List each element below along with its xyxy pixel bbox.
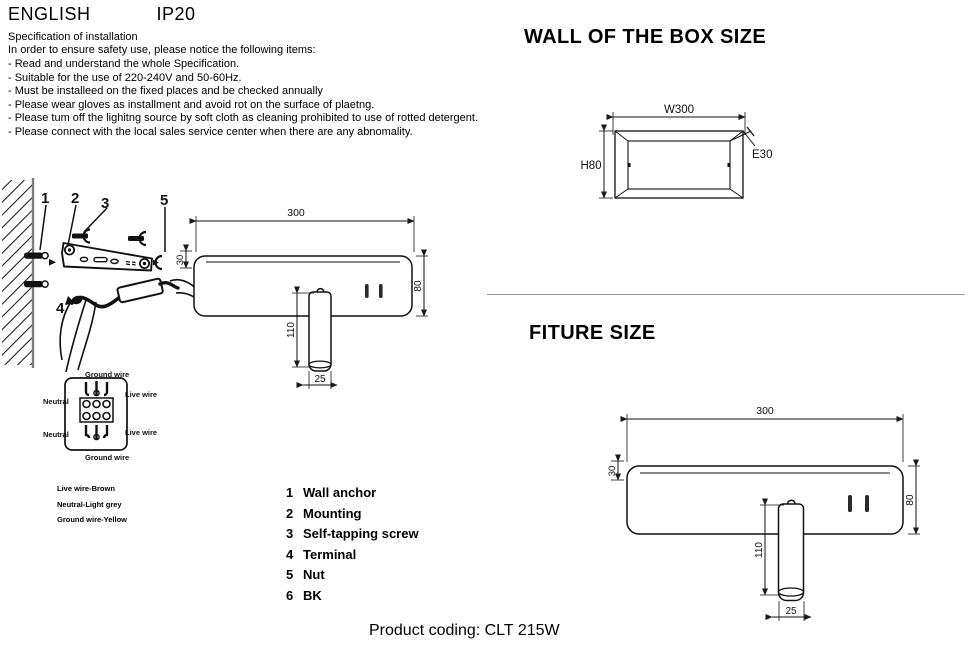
spec-item: - Please connect with the local sales se… [8, 125, 413, 138]
wall-anchor-icon [24, 251, 49, 288]
list-item: 3 Self-tapping screw [286, 524, 419, 545]
box-size-drawing: W300 H80 E30 [580, 104, 772, 199]
wall-section [2, 178, 35, 368]
part-number: 4 [286, 546, 294, 562]
parts-list: 1 Wall anchor 2 Mounting 3 Self-tapping … [286, 483, 419, 607]
spec-lead: In order to ensure safety use, please no… [8, 44, 316, 56]
callout-4: 4 [56, 300, 65, 317]
wiring-diagram: Ground wire Ground wire Neutral Neutral … [43, 299, 157, 462]
callout-2: 2 [71, 190, 79, 207]
list-item: 1 Wall anchor [286, 483, 419, 504]
fixture2-depth-dim: 30 [607, 466, 618, 477]
part-label: Wall anchor [303, 485, 377, 500]
list-item: 6 BK [286, 586, 419, 607]
fixture2-lamp-diameter-dim: 25 [785, 606, 797, 617]
live-top-label: Live wire [125, 390, 157, 399]
ground-wire-top-label: Ground wire [85, 370, 129, 379]
fixture-length-dim: 300 [287, 207, 305, 219]
reading-lamp-icon [777, 499, 805, 602]
nut-icon [153, 254, 163, 271]
terminal-driver-icon [70, 277, 200, 309]
lamp-diameter-dim: 25 [314, 374, 326, 385]
wire-colour-legend: Live wire-Brown Neutral-Light grey Groun… [57, 481, 127, 528]
part-label: Terminal [303, 546, 357, 562]
ip-rating-label: IP20 [156, 4, 196, 24]
box-height-dim: H80 [580, 160, 601, 172]
list-item: 2 Mounting [286, 504, 419, 525]
fixture-size-heading: FITURE SIZE [529, 322, 656, 344]
pointer-arrow-icon [49, 259, 56, 266]
mounting-bracket-icon [61, 242, 153, 272]
spec-item: - Please tum off the lighitng source by … [8, 112, 479, 124]
fixture2-length-dim: 300 [756, 405, 774, 417]
spec-title: Specification of installation [8, 31, 138, 43]
section-divider [487, 294, 965, 295]
ground-wire-bottom-label: Ground wire [85, 453, 129, 462]
reading-lamp-icon [308, 287, 332, 372]
part-label: Nut [303, 567, 325, 583]
fixture2-height-dim: 80 [905, 494, 916, 506]
vent-slot-icon [848, 495, 852, 512]
neutral-bottom-label: Neutral [43, 430, 69, 439]
part-number: 5 [286, 567, 294, 583]
spec-item-list: - Read and understand the whole Specific… [8, 58, 478, 139]
spec-item: - Please wear gloves as installment and … [8, 98, 375, 111]
live-bottom-label: Live wire [125, 428, 157, 437]
part-label: Mounting [303, 505, 362, 521]
spec-item: - Read and understand the whole Specific… [8, 58, 240, 70]
part-number: 3 [286, 526, 294, 542]
vent-slot-icon [379, 284, 383, 298]
vent-slot-icon [865, 495, 869, 512]
self-tapping-screw-icon [72, 228, 147, 247]
fixture2-lamp-length-dim: 110 [754, 542, 765, 558]
fixture-depth-dim: 30 [175, 255, 186, 266]
language-label: ENGLISH [8, 4, 91, 24]
part-label: BK [303, 587, 322, 603]
callout-1: 1 [41, 190, 49, 207]
legend-item: Neutral-Light grey [57, 499, 122, 509]
box-width-dim: W300 [664, 104, 694, 116]
product-coding: Product coding: CLT 215W [369, 622, 560, 639]
callout-3: 3 [101, 195, 109, 212]
legend-item: Ground wire-Yellow [57, 515, 128, 524]
box-edge-dim: E30 [752, 149, 772, 161]
lamp-length-dim: 110 [286, 322, 297, 338]
callout-leaders [39, 204, 166, 361]
part-number: 2 [286, 505, 294, 521]
part-label: Self-tapping screw [303, 526, 419, 542]
spec-item: - Suitable for the use of 220-240V and 5… [8, 71, 242, 84]
part-number: 1 [286, 485, 294, 500]
callout-5: 5 [160, 192, 168, 209]
list-item: 4 Terminal [286, 545, 419, 566]
box-size-heading: WALL OF THE BOX SIZE [524, 26, 767, 48]
header-block: ENGLISH IP20 [8, 4, 196, 25]
fixture-drawing-detail: 300 110 25 [607, 405, 920, 621]
spec-item: - Must be installeed on the fixed places… [8, 85, 323, 97]
part-number: 6 [286, 587, 294, 603]
fixture-drawing-main: 300 110 25 [175, 207, 428, 389]
vent-slot-icon [365, 284, 369, 298]
legend-item: Live wire-Brown [57, 484, 115, 493]
neutral-top-label: Neutral [43, 397, 69, 406]
fixture-height-dim: 80 [413, 280, 424, 292]
list-item: 5 Nut [286, 565, 419, 586]
